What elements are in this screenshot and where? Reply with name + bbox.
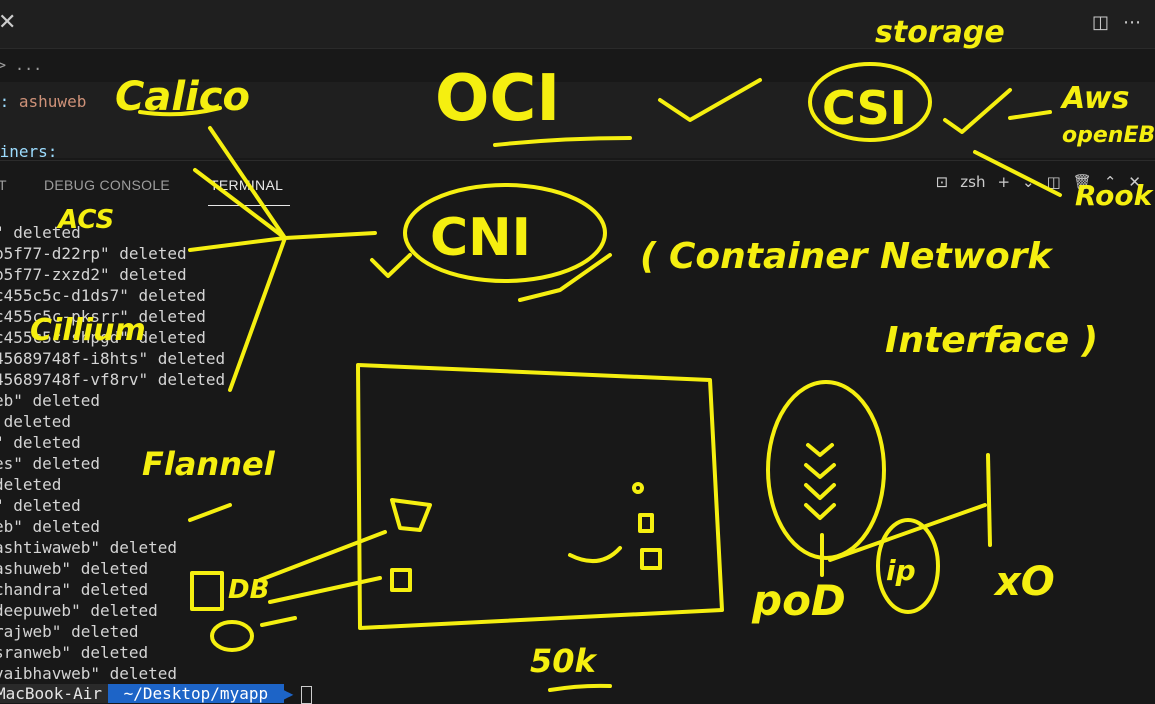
chevron-down-icon[interactable]: ⌄ [1022,173,1035,191]
yaml-value: ashuweb [9,92,87,111]
terminal-line: c455c5c-pksrr" deleted [0,307,206,326]
annotation-underline [548,683,612,692]
terminal-line: eb" deleted [0,391,100,410]
terminal-line: sranweb" deleted [0,643,149,662]
title-bar [0,0,1155,48]
shell-label[interactable]: zsh [960,173,986,191]
terminal-line: 45689748f-vf8rv" deleted [0,370,226,389]
editor-actions: ◫ ⋯ [1092,12,1141,33]
terminal-icon[interactable]: ⊡ [935,173,949,191]
close-icon[interactable]: ✕ [0,10,17,35]
terminal-line: c455c5c-shpgd" deleted [0,328,206,347]
code-line: ainers: [0,142,57,161]
code-line: p: ashuweb [0,92,86,111]
terminal-line: b5f77-d22rp" deleted [0,244,187,263]
yaml-key: p: [0,92,10,111]
terminal-line: vaibhavweb" deleted [0,664,178,683]
tab-debug-console[interactable]: DEBUG CONSOLE [44,177,171,193]
prompt-arrow-icon: ▶ [283,684,294,703]
more-icon[interactable]: ⋯ [1123,12,1141,33]
prompt-directory: ~/Desktop/myapp [107,684,284,703]
trash-icon[interactable]: 🗑 [1072,173,1092,191]
yaml-key: ainers: [0,142,58,161]
terminal-line: deleted [0,475,62,494]
breadcrumb-bar [0,48,1155,83]
terminal-output[interactable]: " deleted b5f77-d22rp" deleted b5f77-zxz… [0,222,1155,683]
breadcrumb[interactable]: > ... [0,56,43,74]
terminal-line: ashuweb" deleted [0,559,149,578]
new-terminal-icon[interactable]: + [997,173,1011,191]
terminal-line: b5f77-zxzd2" deleted [0,265,187,284]
chevron-up-icon[interactable]: ⌃ [1103,173,1117,191]
shell-prompt[interactable]: MacBook-Air ~/Desktop/myapp ▶ [0,684,313,704]
terminal-cursor [301,685,313,704]
tab-output[interactable]: T [0,177,7,193]
terminal-line: deepuweb" deleted [0,601,158,620]
close-panel-icon[interactable]: ✕ [1128,173,1141,191]
terminal-line: es" deleted [0,454,100,473]
terminal-line: " deleted [0,433,81,452]
code-editor[interactable]: p: ashuweb ainers: [0,82,1155,161]
active-tab-indicator [208,205,290,206]
tab-terminal[interactable]: TERMINAL [210,177,284,193]
terminal-line: deleted [0,412,72,431]
terminal-line: c455c5c-d1ds7" deleted [0,286,206,305]
terminal-line: eb" deleted [0,517,100,536]
terminal-line: chandra" deleted [0,580,149,599]
terminal-line: ashtiwaweb" deleted [0,538,178,557]
terminal-line: " deleted [0,223,81,242]
terminal-actions: ⊡ zsh + ⌄ ◫ 🗑 ⌃ ✕ [936,173,1141,191]
split-editor-icon[interactable]: ◫ [1091,12,1109,33]
terminal-line: 45689748f-i8hts" deleted [0,349,226,368]
prompt-host: MacBook-Air [0,684,108,703]
terminal-line: rajweb" deleted [0,622,139,641]
split-terminal-icon[interactable]: ◫ [1046,173,1061,191]
terminal-line: " deleted [0,496,81,515]
